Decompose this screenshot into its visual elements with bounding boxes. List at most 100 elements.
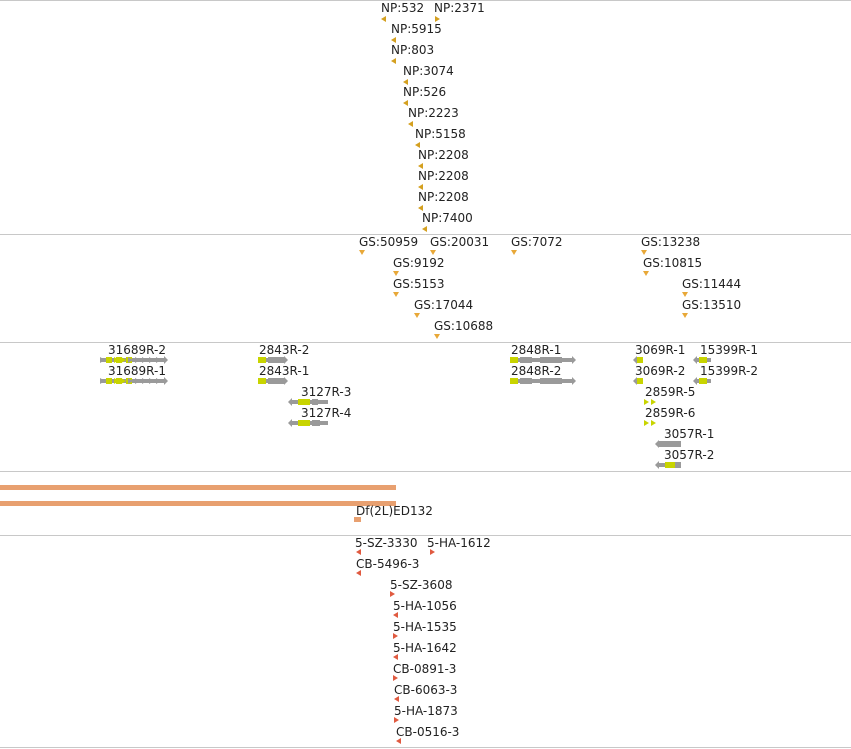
insertion-label[interactable]: CB-0891-3: [393, 662, 457, 676]
gs-feature-label[interactable]: GS:7072: [511, 235, 563, 249]
transcript-label[interactable]: 2859R-6: [645, 406, 696, 420]
deficiency-label[interactable]: Df(2L)ED132: [356, 504, 433, 518]
transcript-arrow-icon: [644, 399, 649, 405]
transcript-arrow-icon: [100, 378, 105, 384]
transcript-label[interactable]: 3069R-1: [635, 343, 686, 357]
transcript-label[interactable]: 2848R-2: [511, 364, 562, 378]
transcript-glyph: [699, 357, 707, 363]
transcript-label[interactable]: 15399R-2: [700, 364, 758, 378]
insertion-label[interactable]: 5-HA-1642: [393, 641, 457, 655]
transcript-glyph: [258, 357, 266, 363]
np-feature-label[interactable]: NP:2208: [418, 169, 469, 183]
transcript-glyph: [665, 462, 675, 468]
np-marker-icon: [418, 184, 423, 190]
np-marker-icon: [415, 142, 420, 148]
transcript-glyph: [572, 356, 576, 364]
gs-marker-icon: [359, 250, 365, 255]
transcript-arrow-icon: [107, 378, 112, 384]
gs-marker-icon: [430, 250, 436, 255]
np-marker-icon: [391, 37, 396, 43]
np-marker-icon: [435, 16, 440, 22]
np-marker-icon: [403, 79, 408, 85]
gs-feature-label[interactable]: GS:10815: [643, 256, 703, 270]
track-divider: [0, 342, 851, 343]
np-feature-label[interactable]: NP:2208: [418, 190, 469, 204]
transcript-glyph: [298, 399, 310, 405]
np-marker-icon: [381, 16, 386, 22]
gs-feature-label[interactable]: GS:50959: [359, 235, 419, 249]
transcript-label[interactable]: 3127R-3: [301, 385, 352, 399]
np-feature-label[interactable]: NP:2223: [408, 106, 459, 120]
transcript-glyph: [164, 356, 168, 364]
deficiency-bar: [0, 501, 396, 506]
insertion-label[interactable]: 5-SZ-3330: [355, 536, 418, 550]
gs-feature-label[interactable]: GS:20031: [430, 235, 490, 249]
transcript-glyph: [258, 378, 266, 384]
insertion-marker-icon: [394, 696, 399, 702]
transcript-arrow-icon: [135, 357, 140, 363]
np-marker-icon: [408, 121, 413, 127]
insertion-label[interactable]: 5-HA-1535: [393, 620, 457, 634]
gs-marker-icon: [682, 313, 688, 318]
insertion-label[interactable]: 5-HA-1612: [427, 536, 491, 550]
transcript-label[interactable]: 2859R-5: [645, 385, 696, 399]
transcript-glyph: [510, 378, 518, 384]
insertion-label[interactable]: 5-SZ-3608: [390, 578, 453, 592]
transcript-label[interactable]: 2843R-2: [259, 343, 310, 357]
gs-feature-label[interactable]: GS:11444: [682, 277, 742, 291]
gs-marker-icon: [393, 271, 399, 276]
insertion-marker-icon: [393, 654, 398, 660]
transcript-arrow-icon: [114, 378, 119, 384]
np-feature-label[interactable]: NP:2208: [418, 148, 469, 162]
insertion-marker-icon: [356, 549, 361, 555]
transcript-label[interactable]: 3057R-1: [664, 427, 715, 441]
transcript-label[interactable]: 3127R-4: [301, 406, 352, 420]
np-feature-label[interactable]: NP:7400: [422, 211, 473, 225]
transcript-glyph: [633, 356, 637, 364]
transcript-arrow-icon: [114, 357, 119, 363]
insertion-label[interactable]: 5-HA-1056: [393, 599, 457, 613]
insertion-marker-icon: [393, 633, 398, 639]
np-feature-label[interactable]: NP:803: [391, 43, 435, 57]
np-marker-icon: [418, 205, 423, 211]
track-divider: [0, 471, 851, 472]
gs-feature-label[interactable]: GS:9192: [393, 256, 445, 270]
np-feature-label[interactable]: NP:5158: [415, 127, 466, 141]
np-feature-label[interactable]: NP:3074: [403, 64, 454, 78]
insertion-marker-icon: [396, 738, 401, 744]
transcript-label[interactable]: 31689R-2: [108, 343, 166, 357]
insertion-label[interactable]: 5-HA-1873: [394, 704, 458, 718]
transcript-label[interactable]: 3069R-2: [635, 364, 686, 378]
gs-feature-label[interactable]: GS:10688: [434, 319, 494, 333]
transcript-label[interactable]: 31689R-1: [108, 364, 166, 378]
track-divider: [0, 0, 851, 1]
np-feature-label[interactable]: NP:2371: [434, 1, 485, 15]
insertion-label[interactable]: CB-0516-3: [396, 725, 460, 739]
transcript-arrow-icon: [149, 357, 154, 363]
gs-marker-icon: [641, 250, 647, 255]
gs-feature-label[interactable]: GS:13510: [682, 298, 742, 312]
np-feature-label[interactable]: NP:526: [403, 85, 447, 99]
insertion-label[interactable]: CB-5496-3: [356, 557, 420, 571]
transcript-arrow-icon: [142, 378, 147, 384]
gs-feature-label[interactable]: GS:17044: [414, 298, 474, 312]
transcript-glyph: [572, 377, 576, 385]
transcript-arrow-icon: [128, 378, 133, 384]
np-feature-label[interactable]: NP:5915: [391, 22, 442, 36]
insertion-label[interactable]: CB-6063-3: [394, 683, 458, 697]
gs-feature-label[interactable]: GS:5153: [393, 277, 445, 291]
insertion-marker-icon: [393, 675, 398, 681]
transcript-glyph: [633, 377, 637, 385]
transcript-arrow-icon: [121, 357, 126, 363]
insertion-marker-icon: [393, 612, 398, 618]
np-feature-label[interactable]: NP:532: [381, 1, 425, 15]
transcript-label[interactable]: 2848R-1: [511, 343, 562, 357]
transcript-glyph: [520, 357, 532, 363]
transcript-label[interactable]: 2843R-1: [259, 364, 310, 378]
transcript-label[interactable]: 15399R-1: [700, 343, 758, 357]
np-marker-icon: [403, 100, 408, 106]
gs-feature-label[interactable]: GS:13238: [641, 235, 701, 249]
gs-marker-icon: [393, 292, 399, 297]
transcript-label[interactable]: 3057R-2: [664, 448, 715, 462]
transcript-glyph: [312, 420, 320, 426]
